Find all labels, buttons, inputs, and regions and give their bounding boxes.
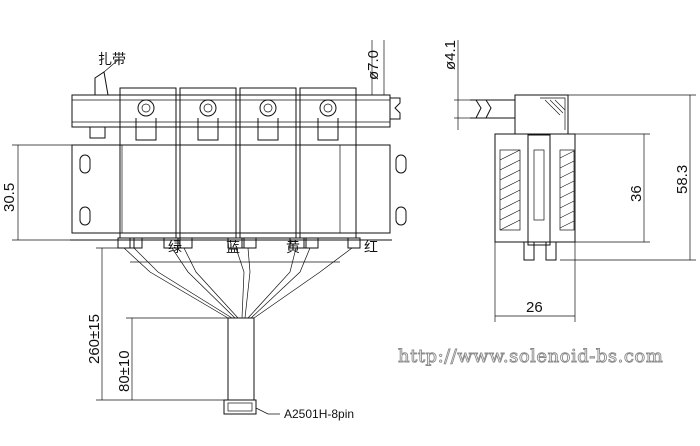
terminals [117,237,361,249]
dim-58-3: 58.3 [674,165,691,194]
side-dimensions [454,40,696,322]
label-wire-blue: 蓝 [226,240,240,256]
lead-wires [123,247,353,319]
dim-36: 36 [628,185,645,202]
label-wire-red: 红 [364,240,378,256]
valve-bodies [119,87,357,239]
side-view [470,94,576,261]
label-wire-green: 绿 [168,240,182,256]
watermark: http://www.solenoid-bs.com [398,346,663,367]
label-connector: A2501H-8pin [284,407,354,421]
dim-30-5: 30.5 [1,183,18,212]
dim-phi-4: ø4.1 [442,40,459,70]
dim-260: 260±15 [86,314,103,364]
front-view [70,71,407,415]
front-dimensions [12,40,385,415]
dim-phi-7: ø7.0 [365,50,382,80]
label-wire-yellow: 黄 [286,239,300,256]
dim-80: 80±10 [116,350,133,392]
dim-26: 26 [526,299,543,316]
label-tie: 扎带 [98,52,126,68]
